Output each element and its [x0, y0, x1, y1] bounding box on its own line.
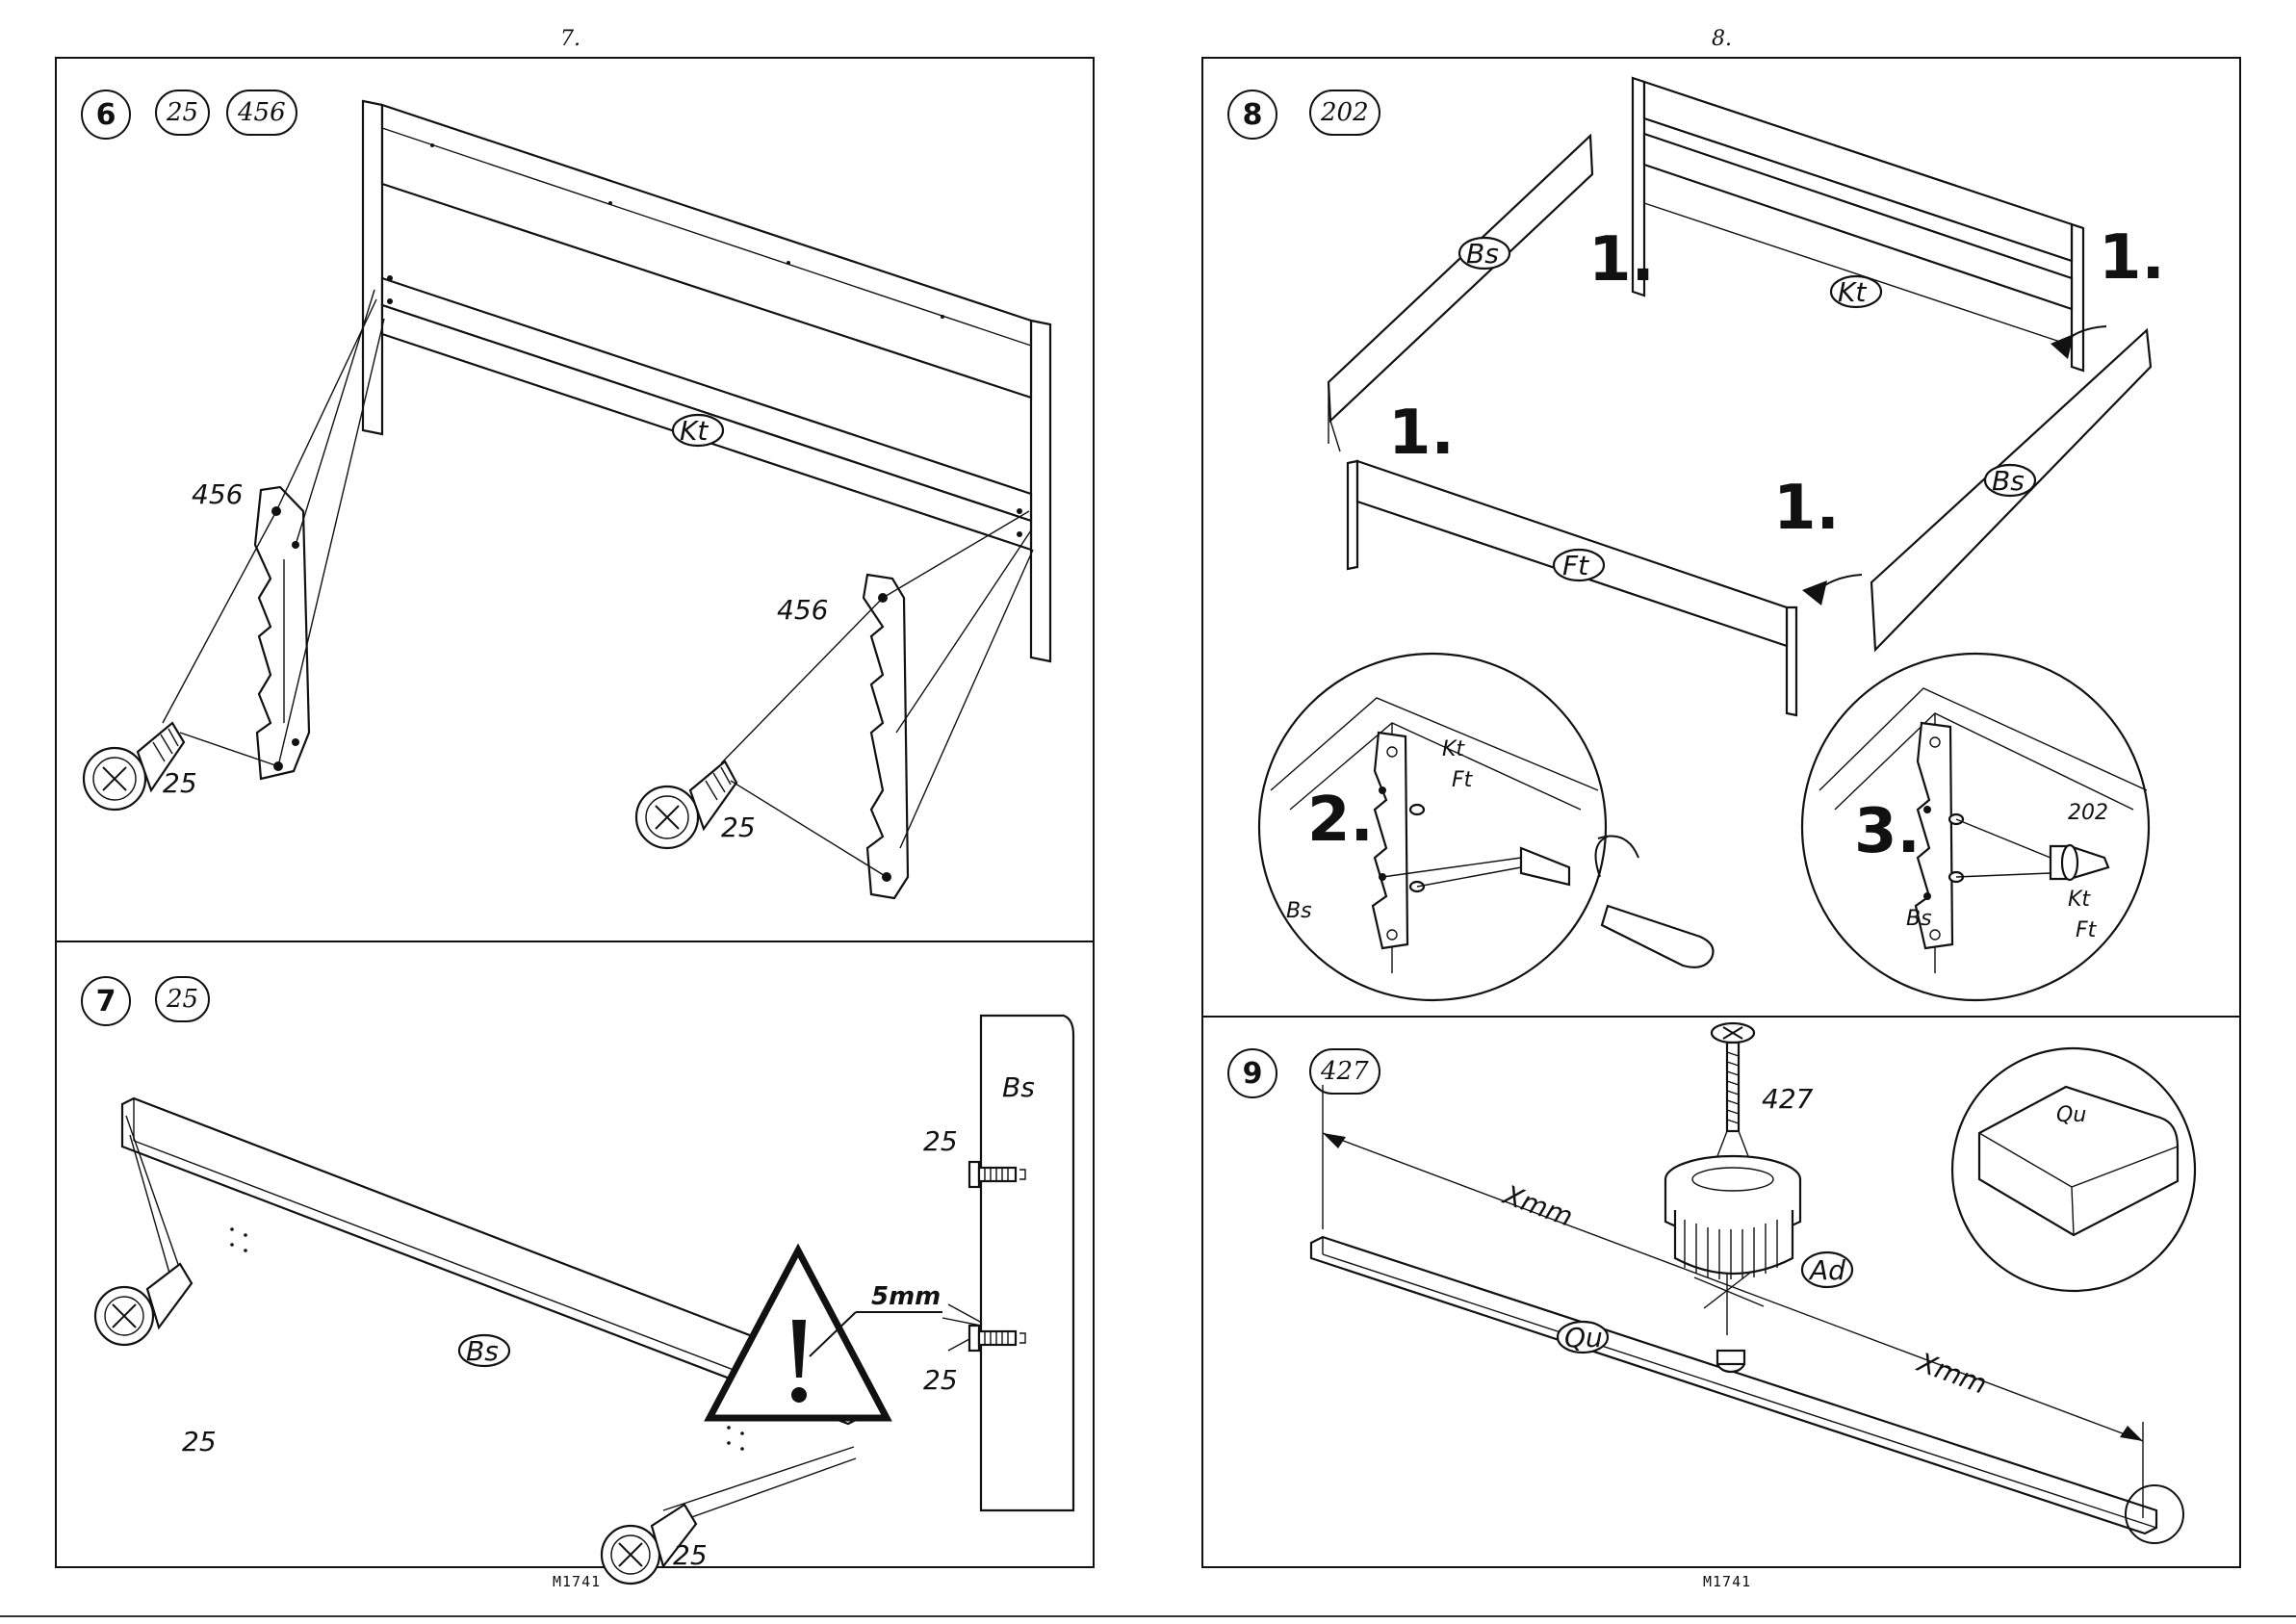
- order-marker: 1.: [1388, 398, 1455, 469]
- headboard-post-left: [363, 101, 382, 434]
- footer-code: M1741: [1703, 1573, 1751, 1590]
- step-9-illustration: Qu Xmm Xmm: [1203, 1018, 2239, 1566]
- order-marker: 1.: [1588, 224, 1655, 296]
- instruction-frame: 6 25 456 Kt: [55, 57, 1095, 1568]
- rail-label-qu: Qu: [1564, 1322, 1603, 1353]
- bracket-right-label: 456: [777, 594, 828, 626]
- instruction-frame: 8 202 Kt Bs Bs: [1201, 57, 2241, 1568]
- gap-label: 5mm: [871, 1282, 941, 1311]
- screw-top-label: 25: [923, 1125, 958, 1157]
- detail-3-screw-label: 202: [2068, 801, 2108, 825]
- panel-label-kt: Kt: [680, 415, 709, 447]
- side-board-label: Bs: [1002, 1071, 1035, 1103]
- footer-code: M1741: [553, 1573, 601, 1590]
- screw-right-label: 25: [673, 1539, 708, 1571]
- detail-2-ft: Ft: [1452, 768, 1474, 792]
- head-label-kt: Kt: [1838, 276, 1867, 308]
- side-left-label: Bs: [1466, 238, 1499, 270]
- screw-left-label: 25: [182, 1426, 217, 1457]
- page-number: 8.: [1712, 27, 1732, 51]
- screw-bottom-label: 25: [923, 1364, 958, 1396]
- detail-2-bs: Bs: [1286, 899, 1312, 923]
- bracket-left-label: 456: [192, 478, 243, 510]
- screw-label: 427: [1762, 1083, 1814, 1115]
- screw-icon: [1712, 1023, 1754, 1131]
- step-6-illustration: Kt 456: [57, 59, 1093, 941]
- dim-right-label: Xmm: [1912, 1346, 1991, 1401]
- detail-2-kt: Kt: [1442, 737, 1465, 761]
- screw-left-label: 25: [163, 767, 197, 799]
- detail-3-bs: Bs: [1906, 907, 1932, 931]
- detail-circle-rail: [1952, 1048, 2195, 1291]
- screw-right-label: 25: [721, 812, 756, 843]
- bracket-right: [864, 511, 1033, 898]
- dim-left-label: Xmm: [1498, 1178, 1577, 1233]
- scan-edge: [0, 1615, 2296, 1624]
- step-6-panel: 6 25 456 Kt: [57, 59, 1093, 941]
- step-7-panel: 7 25 Bs: [57, 941, 1093, 1566]
- step-7-illustration: Bs 25: [57, 942, 1093, 1566]
- rail-detail-label: Qu: [2056, 1103, 2086, 1127]
- adjuster-label: Ad: [1808, 1254, 1845, 1286]
- step-8-panel: 8 202 Kt Bs Bs: [1203, 59, 2239, 1016]
- order-marker: 1.: [2099, 222, 2165, 294]
- detail-3-kt: Kt: [2068, 888, 2091, 912]
- board-label-bs: Bs: [466, 1335, 499, 1367]
- step-9-panel: 9 427 Qu Xmm Xmm: [1203, 1016, 2239, 1566]
- step-8-illustration: Kt Bs Bs Ft 1. 1. 1.: [1203, 59, 2239, 1016]
- screw-icon: [95, 1264, 192, 1345]
- page-right: 8. 8 202 Kt Bs: [1148, 0, 2295, 1622]
- side-right-label: Bs: [1992, 465, 2025, 497]
- page-number: 7.: [560, 27, 580, 51]
- side-board-left: [1329, 136, 1592, 421]
- headboard-post-right: [1031, 321, 1050, 661]
- detail-step-label: 3.: [1854, 796, 1921, 867]
- detail-step-label: 2.: [1307, 785, 1374, 856]
- detail-3-ft: Ft: [2076, 918, 2098, 942]
- foot-label-ft: Ft: [1562, 550, 1589, 581]
- order-marker: 1.: [1773, 473, 1840, 544]
- adjuster-foot: [1665, 1156, 1800, 1279]
- page-left: 7. 6 25 456 Kt: [0, 0, 1148, 1622]
